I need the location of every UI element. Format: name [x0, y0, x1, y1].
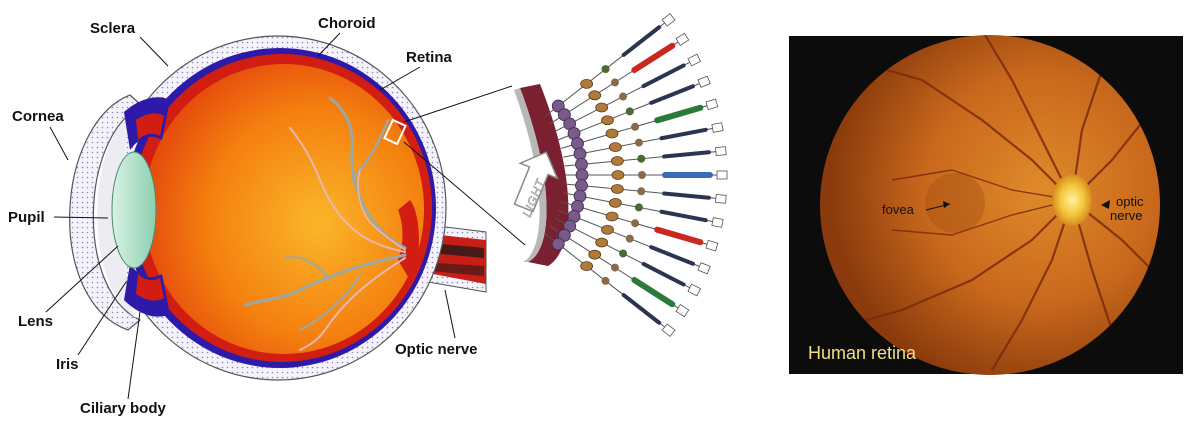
label-retina: Retina: [406, 49, 453, 66]
fundus-photo: fovea optic nerve Human retina: [789, 20, 1192, 380]
label-optic-nerve-photo-line2: nerve: [1110, 208, 1143, 223]
cell-column: [550, 226, 689, 317]
lens: [112, 152, 156, 268]
eye-cross-section: [70, 36, 486, 380]
label-choroid: Choroid: [318, 15, 376, 32]
label-sclera: Sclera: [90, 20, 136, 37]
label-iris: Iris: [56, 356, 79, 373]
optic-disc: [1052, 174, 1092, 226]
cell-column: [565, 147, 727, 171]
retina-cell-section: LIGHT: [505, 14, 727, 337]
photo-caption: Human retina: [808, 343, 917, 363]
label-fovea: fovea: [882, 202, 915, 217]
label-ciliary-body: Ciliary body: [80, 400, 167, 417]
cell-column: [565, 180, 727, 204]
label-pupil: Pupil: [8, 209, 45, 226]
zoom-line-top: [404, 86, 512, 122]
vitreous-body: [144, 64, 424, 354]
label-lens: Lens: [18, 313, 53, 330]
label-optic-nerve: Optic nerve: [395, 341, 478, 358]
cell-column: [550, 33, 689, 124]
fovea-region: [925, 173, 985, 233]
cell-column: [565, 169, 727, 181]
label-cornea: Cornea: [12, 108, 64, 125]
label-optic-nerve-photo-line1: optic: [1116, 194, 1144, 209]
retinal-cell-layers: [545, 14, 727, 337]
